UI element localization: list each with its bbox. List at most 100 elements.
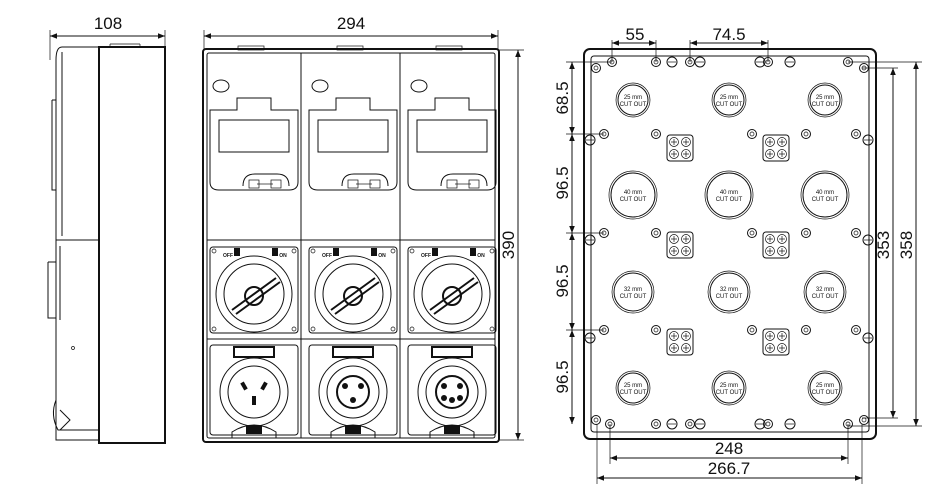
on-marker-icon xyxy=(272,248,278,256)
mounting-hole-icon xyxy=(851,228,861,238)
corner-screw-icon xyxy=(310,326,316,332)
cutout-size-label: 40 mm xyxy=(720,190,738,196)
breaker-window-frame xyxy=(209,97,299,191)
switch-off-label: OFF xyxy=(322,253,332,259)
mounting-hole-icon xyxy=(591,415,601,425)
socket-frame xyxy=(407,344,497,436)
isolator-frame xyxy=(407,246,497,334)
cutout-size-label: 32 mm xyxy=(816,287,834,293)
socket-outlet-1 xyxy=(209,344,299,439)
screw-boss-icon xyxy=(584,234,596,246)
rotary-knob-icon xyxy=(442,286,462,306)
cutout-outer-circle xyxy=(711,82,747,118)
socket-lid-hinge xyxy=(431,346,473,358)
socket-face-icon xyxy=(435,375,469,409)
corner-screw-icon xyxy=(291,248,297,254)
terminal-block-icon xyxy=(666,231,694,259)
socket-ring-inner xyxy=(326,365,380,419)
switch-on-label: ON xyxy=(477,253,485,259)
mounting-hole-icon xyxy=(599,228,609,238)
mounting-holes xyxy=(584,56,874,430)
pin-icon xyxy=(350,397,356,403)
mounting-hole-icon xyxy=(685,419,695,429)
mounting-hole-icon xyxy=(843,57,853,67)
terminal-block-icon xyxy=(762,328,790,356)
isolator-ring-inner xyxy=(421,263,483,325)
mounting-hole-icon xyxy=(747,228,757,238)
cutout-size-label: 25 mm xyxy=(816,95,834,101)
cutout-outer-circle xyxy=(803,270,847,314)
mounting-hole-icon xyxy=(859,415,869,425)
mounting-hole-icon xyxy=(651,419,661,429)
mounting-hole-icon xyxy=(843,419,853,429)
switch-off-label: OFF xyxy=(421,253,431,259)
corner-screw-icon xyxy=(211,326,217,332)
isolator-ring-outer xyxy=(314,255,392,333)
mounting-hole-icon xyxy=(747,129,757,139)
dim-55-label: 55 xyxy=(626,25,645,44)
lid-latch-icon xyxy=(311,79,329,93)
cutout-caption-label: CUT OUT xyxy=(716,390,743,396)
corner-screw-icon xyxy=(409,326,415,332)
cutout-caption-label: CUT OUT xyxy=(620,294,647,300)
cutout-circle xyxy=(713,84,745,116)
cutout-outer-circle xyxy=(807,370,843,406)
on-marker-icon xyxy=(371,248,377,256)
socket-latch xyxy=(231,424,277,439)
socket-ring-inner xyxy=(227,365,281,419)
socket-face-icon xyxy=(336,375,370,409)
side-body xyxy=(98,46,166,444)
isolator-ring-inner xyxy=(223,263,285,325)
screw-boss-icon xyxy=(694,418,706,430)
dim-266-7-label: 266.7 xyxy=(708,459,751,478)
breaker-window-frame xyxy=(407,97,497,191)
cutout-caption-label: CUT OUT xyxy=(620,102,647,108)
cutout-circle xyxy=(706,172,752,218)
mounting-hole-icon xyxy=(801,129,811,139)
breaker-window xyxy=(317,119,389,153)
breaker-module-1 xyxy=(209,79,299,191)
lid-latch-icon xyxy=(212,79,230,93)
socket-latch xyxy=(429,424,475,439)
isolator-ring-outer xyxy=(413,255,491,333)
dim-248-label: 248 xyxy=(715,439,743,458)
isolator-switch-3: OFF ON xyxy=(407,246,497,334)
screw-boss-icon xyxy=(784,418,796,430)
cutout-outer-circle xyxy=(800,170,850,220)
corner-screw-icon xyxy=(310,248,316,254)
off-marker-icon xyxy=(333,248,339,256)
mounting-hole-icon xyxy=(801,325,811,335)
mounting-hole-icon xyxy=(599,129,609,139)
cutout-caption-label: CUT OUT xyxy=(716,294,743,300)
front-width-label: 294 xyxy=(337,14,365,33)
top-vent-tabs xyxy=(237,45,463,51)
screw-boss-icon xyxy=(666,56,678,68)
mounting-hole-icon xyxy=(591,63,601,73)
screw-boss-icon xyxy=(694,56,706,68)
socket-outlet-2 xyxy=(308,344,398,439)
socket-lid-hinge xyxy=(332,346,374,358)
cutout-circle xyxy=(713,372,745,404)
breaker-module-2 xyxy=(308,79,398,191)
cutout-size-label: 40 mm xyxy=(624,190,642,196)
off-marker-icon xyxy=(432,248,438,256)
socket-ring-inner xyxy=(425,365,479,419)
socket-ring-outer xyxy=(318,357,388,427)
enclosure-outline xyxy=(202,48,500,443)
socket-latch-tab xyxy=(246,426,262,434)
cutout-caption-label: CUT OUT xyxy=(716,102,743,108)
terminal-block-icon xyxy=(666,328,694,356)
cutout-outer-circle xyxy=(608,170,658,220)
cutout-outer-circle xyxy=(615,370,651,406)
screw-boss-icon xyxy=(862,332,874,344)
cutout-caption-label: CUT OUT xyxy=(812,197,839,203)
pin-icon xyxy=(457,383,463,389)
